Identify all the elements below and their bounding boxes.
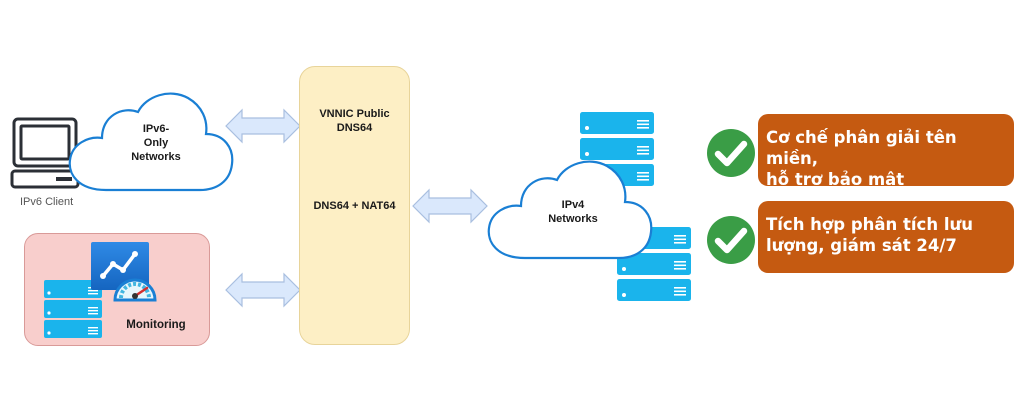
feature-2-line-1: Tích hợp phân tích lưu xyxy=(766,215,973,234)
server-stack-icon xyxy=(44,280,102,338)
gauge-icon xyxy=(113,278,157,302)
ipv4-cloud-line-2: Networks xyxy=(548,213,598,225)
vnnic-dns64-box: VNNIC Public DNS64 DNS64 + NAT64 xyxy=(299,66,410,345)
monitoring-label: Monitoring xyxy=(126,319,186,331)
ipv4-cloud-line-1: IPv4 xyxy=(561,199,585,211)
ipv6-only-cloud: IPv6- Only Networks xyxy=(66,90,236,194)
check-circle-icon xyxy=(707,129,755,177)
cloud-icon xyxy=(487,160,653,260)
arrow-monitoring-to-dns xyxy=(225,272,301,308)
monitoring-box: Monitoring xyxy=(24,233,210,346)
arrow-dns-to-ipv4 xyxy=(412,188,488,224)
feature-box-traffic-monitoring: Tích hợp phân tích lưu lượng, giám sát 2… xyxy=(758,201,1014,273)
arrow-cloud-to-dns xyxy=(225,108,301,144)
ipv6-cloud-line-1: IPv6- xyxy=(142,123,170,135)
dns64-nat64-label: DNS64 + NAT64 xyxy=(313,200,396,212)
dns-title-line-1: VNNIC Public xyxy=(319,108,390,120)
ipv6-client-label: IPv6 Client xyxy=(20,196,74,208)
chart-icon xyxy=(91,242,149,290)
ipv4-networks-cloud: IPv4 Networks xyxy=(485,158,655,262)
cloud-icon xyxy=(68,92,234,192)
ipv6-cloud-line-3: Networks xyxy=(131,151,181,163)
feature-1-line-1: Cơ chế phân giải tên miền, xyxy=(766,128,957,168)
laptop-icon xyxy=(10,117,80,189)
ipv6-cloud-line-2: Only xyxy=(143,137,169,149)
feature-1-line-2: hỗ trợ bảo mật xyxy=(766,170,905,189)
dns-title-line-2: DNS64 xyxy=(336,122,373,134)
feature-box-dns-security: Cơ chế phân giải tên miền, hỗ trợ bảo mậ… xyxy=(758,114,1014,189)
ipv6-client xyxy=(10,116,82,190)
check-circle-icon xyxy=(707,216,755,264)
feature-2-line-2: lượng, giám sát 24/7 xyxy=(766,236,957,255)
